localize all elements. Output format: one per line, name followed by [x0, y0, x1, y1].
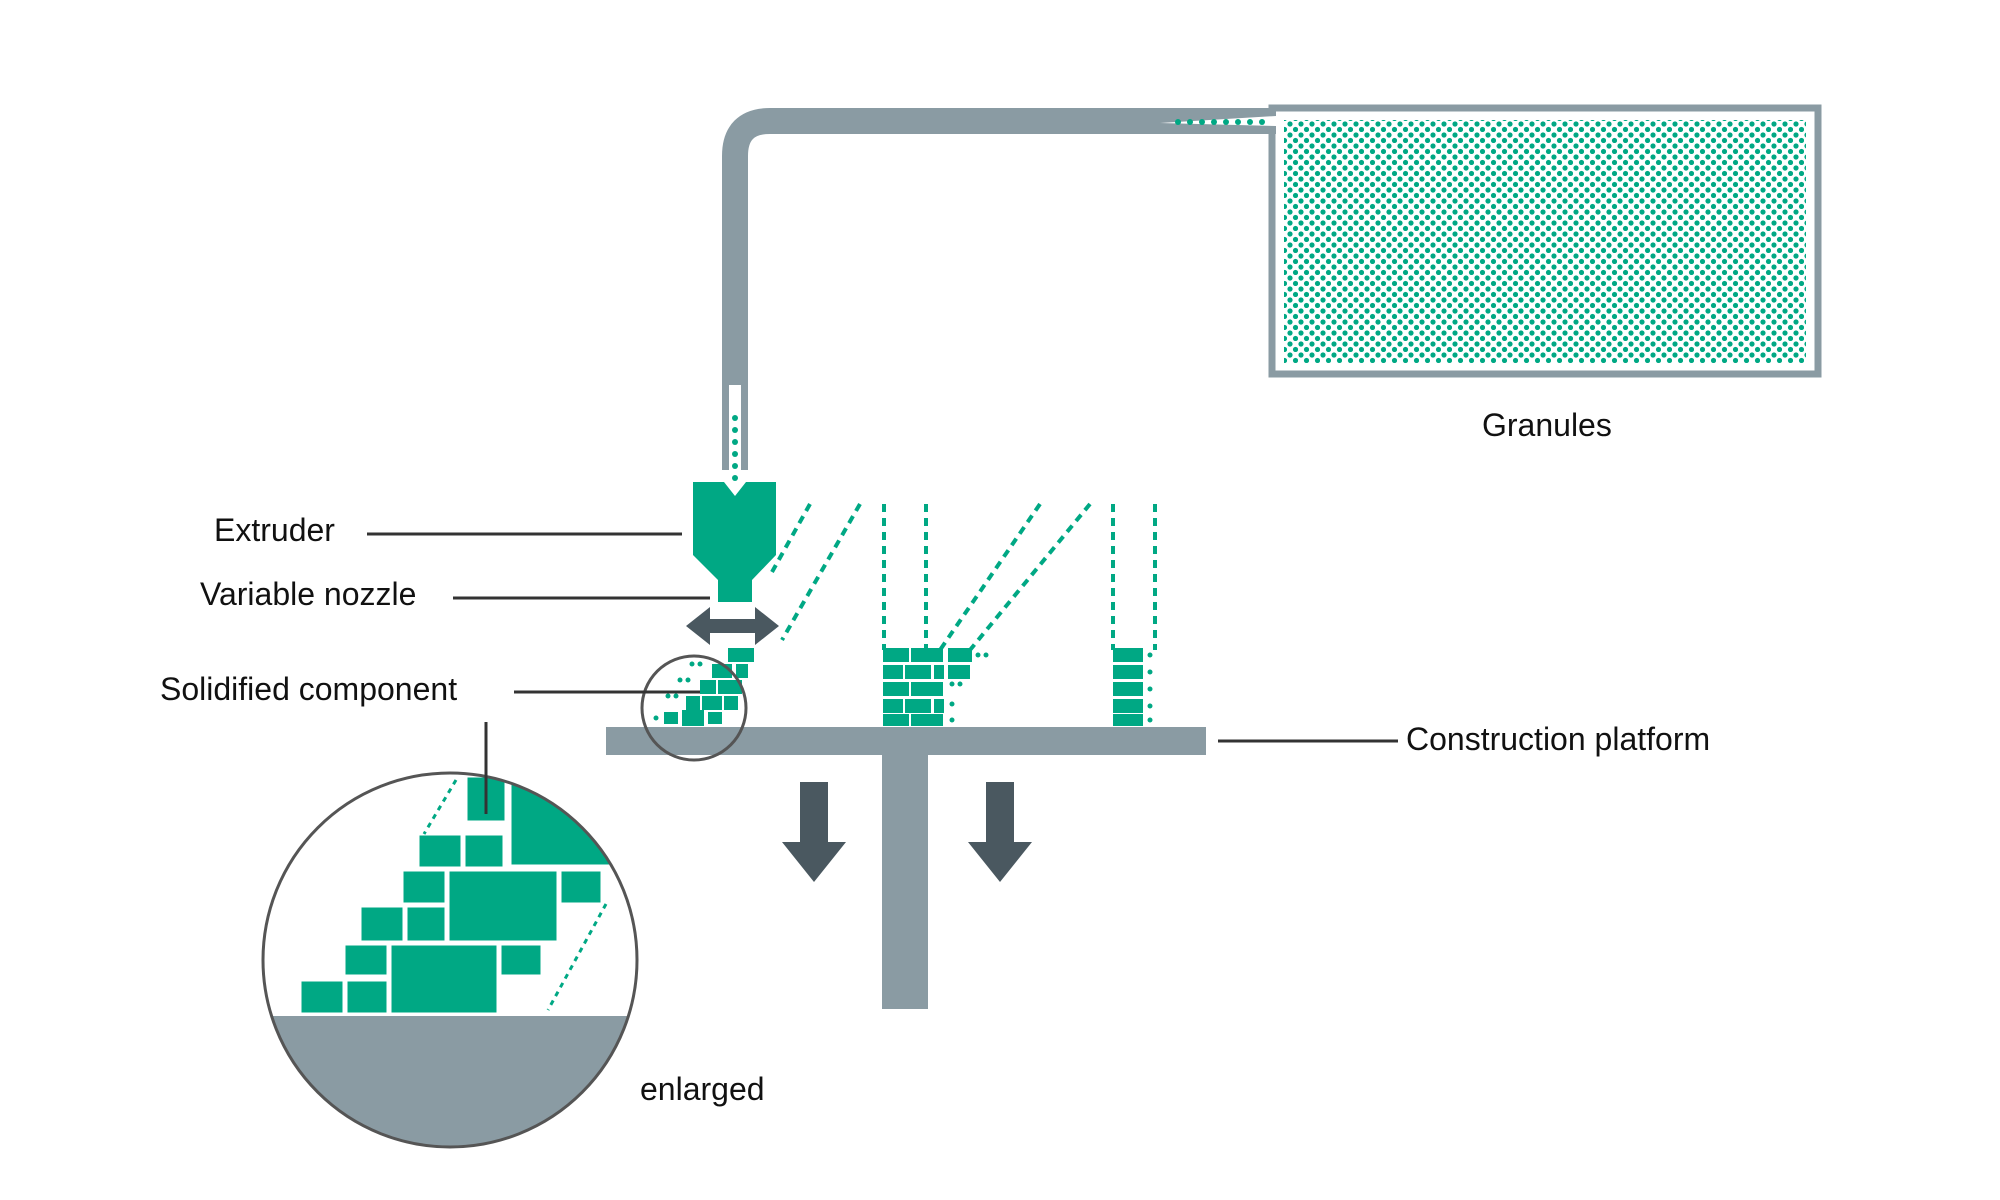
printed-part-right	[1113, 648, 1153, 726]
granule-flow	[1175, 119, 1265, 125]
extruder-label: Extruder	[214, 512, 335, 548]
double-arrow-icon	[686, 607, 779, 645]
enlarged-view	[261, 771, 639, 1149]
highlight-circle	[640, 654, 748, 762]
printed-part-slanted	[653, 648, 754, 726]
printed-part-middle	[883, 648, 989, 726]
enlarged-label: enlarged	[640, 1071, 765, 1107]
variable-nozzle-label: Variable nozzle	[200, 576, 416, 612]
granules-label: Granules	[1482, 407, 1612, 443]
granule-hopper	[1268, 104, 1822, 378]
leader-lines	[367, 532, 1398, 814]
extruder	[693, 482, 776, 602]
construction-platform-label: Construction platform	[1406, 721, 1710, 757]
down-arrow-icon	[782, 782, 846, 882]
feed-pipe	[722, 108, 1276, 481]
deposition-paths	[770, 502, 1157, 652]
down-arrow-icon	[968, 782, 1032, 882]
solidified-component-label: Solidified component	[160, 671, 457, 707]
construction-platform	[606, 727, 1206, 1009]
